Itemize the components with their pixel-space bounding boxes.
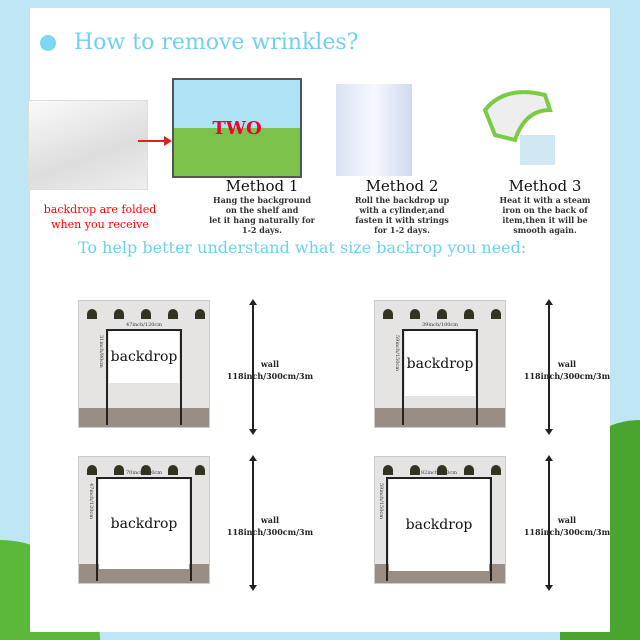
backdrop-label: backdrop — [109, 331, 179, 383]
backdrop-label: backdrop — [389, 479, 489, 571]
height-dimension: 47inch/120cm — [88, 483, 94, 519]
lamp-icon — [410, 309, 420, 319]
method-line: item,then it will be — [502, 215, 588, 225]
method-line: Roll the backdrop up — [354, 195, 450, 205]
stand-pole — [490, 477, 492, 581]
width-dimension: 39inch/100cm — [422, 322, 458, 328]
wall-label: wall — [557, 359, 577, 369]
wall-height-arrow — [249, 455, 257, 591]
stand-pole — [402, 329, 404, 425]
stand-crossbar — [96, 477, 192, 479]
lamp-icon — [195, 309, 205, 319]
rolled-backdrop-image — [336, 84, 412, 176]
backdrop-label: backdrop — [405, 331, 475, 396]
folded-caption-line: when you receive — [51, 218, 149, 231]
bullet-icon — [40, 34, 56, 51]
height-dimension: 31inch/80cm — [98, 335, 104, 368]
lamp-icon — [437, 309, 447, 319]
stand-crossbar — [402, 329, 478, 331]
stand-crossbar — [106, 329, 182, 331]
wall-height-label: wall 118inch/300cm/3m — [522, 514, 612, 538]
folded-backdrop-image — [28, 100, 148, 190]
poster-image: TWO — [172, 78, 302, 178]
method-line: Hang the background — [213, 195, 311, 205]
lamp-icon — [114, 465, 124, 475]
height-dimension: 59inch/150cm — [394, 335, 400, 371]
backdrop-size-3: backdrop 70inch/180cm 47inch/120cm — [78, 456, 210, 584]
lamp-icon — [195, 465, 205, 475]
lamp-icon — [141, 465, 151, 475]
lamp-icon — [437, 465, 447, 475]
lamp-icon — [491, 465, 501, 475]
width-dimension: 70inch/180cm — [126, 470, 162, 476]
wall-size: 118inch/300cm/3m — [226, 527, 314, 537]
method-line: let it hang naturally for — [209, 215, 315, 225]
backdrop-label: backdrop — [99, 479, 189, 569]
method-line: fasten it with strings — [355, 215, 449, 225]
lamp-icon — [168, 465, 178, 475]
lamp-icon — [464, 465, 474, 475]
page-title: How to remove wrinkles? — [40, 30, 358, 55]
folded-caption-line: backdrop are folded — [43, 203, 157, 216]
method-title: Method 2 — [365, 177, 439, 195]
stand-pole — [180, 329, 182, 425]
method-line: with a cylinder,and — [359, 205, 445, 215]
method-title: Method 1 — [225, 177, 299, 195]
lamp-icon — [87, 465, 97, 475]
backdrop-size-4: backdrop 82inch/210cm 59inch/150cm — [374, 456, 506, 584]
stand-pole — [476, 329, 478, 425]
wall-size: 118inch/300cm/3m — [523, 371, 611, 381]
wall-height-arrow — [249, 299, 257, 435]
method-line: 1-2 days. — [242, 225, 282, 235]
method-line: on the shelf and — [225, 205, 299, 215]
lamp-icon — [383, 309, 393, 319]
stand-crossbar — [386, 477, 492, 479]
height-dimension: 59inch/150cm — [378, 483, 384, 519]
size-heading: To help better understand what size back… — [78, 238, 527, 257]
lamp-icon — [87, 309, 97, 319]
method-line: smooth again. — [513, 225, 577, 235]
lamp-icon — [141, 309, 151, 319]
method-line: iron on the back of — [502, 205, 588, 215]
wall-height-arrow — [545, 455, 553, 591]
stand-pole — [386, 477, 388, 581]
wall-height-label: wall 118inch/300cm/3m — [225, 358, 315, 382]
lamp-icon — [491, 309, 501, 319]
lamp-icon — [410, 465, 420, 475]
backdrop-size-2: backdrop 39inch/100cm 59inch/150cm — [374, 300, 506, 428]
lamp-icon — [383, 465, 393, 475]
width-dimension: 47inch/120cm — [126, 322, 162, 328]
wall-height-arrow — [545, 299, 553, 435]
stand-pole — [106, 329, 108, 425]
stand-pole — [190, 477, 192, 581]
lamp-icon — [168, 309, 178, 319]
poster-text: TWO — [212, 117, 262, 139]
method-line: Heat it with a steam — [499, 195, 591, 205]
wall-label: wall — [260, 359, 280, 369]
backdrop-size-1: backdrop 47inch/120cm 31inch/80cm — [78, 300, 210, 428]
width-dimension: 82inch/210cm — [421, 470, 457, 476]
wall-label: wall — [557, 515, 577, 525]
method-title: Method 3 — [508, 177, 582, 195]
wall-size: 118inch/300cm/3m — [226, 371, 314, 381]
folded-caption: backdrop are folded when you receive — [40, 202, 160, 232]
wall-size: 118inch/300cm/3m — [523, 527, 611, 537]
title-text: How to remove wrinkles? — [74, 30, 359, 55]
method-line: for 1-2 days. — [374, 225, 430, 235]
wall-height-label: wall 118inch/300cm/3m — [225, 514, 315, 538]
lamp-icon — [114, 309, 124, 319]
lamp-icon — [464, 309, 474, 319]
wall-label: wall — [260, 515, 280, 525]
steam-iron-icon — [482, 90, 555, 165]
stand-pole — [96, 477, 98, 581]
wall-height-label: wall 118inch/300cm/3m — [522, 358, 612, 382]
arrow-right-icon — [138, 136, 172, 146]
